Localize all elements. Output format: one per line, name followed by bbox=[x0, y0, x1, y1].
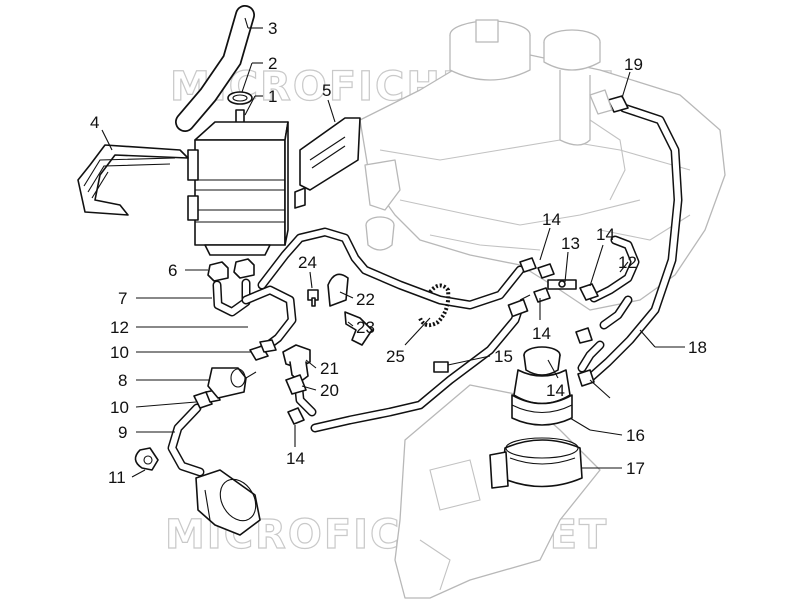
callout-20: 20 bbox=[320, 381, 339, 400]
fitting-10-upper bbox=[249, 339, 277, 361]
clamps-14 bbox=[287, 257, 599, 425]
connector-13 bbox=[547, 279, 577, 290]
bracket-22 bbox=[327, 273, 349, 307]
sensor-15 bbox=[433, 294, 531, 373]
callout-14-e: 14 bbox=[286, 449, 305, 468]
intake-elbow bbox=[195, 469, 261, 536]
clip-20 bbox=[285, 374, 307, 395]
callout-14-d: 14 bbox=[546, 381, 565, 400]
canister-plate bbox=[294, 117, 361, 209]
hose-clamp-11 bbox=[134, 447, 159, 471]
callout-13: 13 bbox=[561, 234, 580, 253]
callout-21: 21 bbox=[320, 359, 339, 378]
support-bracket bbox=[364, 159, 401, 251]
callout-12-b: 12 bbox=[110, 318, 129, 337]
callout-9: 9 bbox=[118, 423, 127, 442]
fitting-10-lower bbox=[193, 389, 221, 409]
callout-22: 22 bbox=[356, 290, 375, 309]
callout-19: 19 bbox=[624, 55, 643, 74]
callout-7: 7 bbox=[118, 289, 127, 308]
fuel-pump bbox=[511, 346, 573, 426]
callout-1: 1 bbox=[268, 87, 277, 106]
canister-strap bbox=[77, 144, 189, 216]
callout-25: 25 bbox=[386, 347, 405, 366]
callout-11: 11 bbox=[108, 468, 126, 487]
callout-12-a: 12 bbox=[618, 253, 637, 272]
callout-2: 2 bbox=[268, 54, 277, 73]
callout-6: 6 bbox=[168, 261, 177, 280]
callout-5: 5 bbox=[322, 81, 331, 100]
leader-lines bbox=[101, 17, 685, 478]
pump-holder bbox=[489, 437, 583, 489]
callout-14-a: 14 bbox=[542, 210, 561, 229]
callout-numbers: 3 2 1 4 5 19 14 13 14 12 6 24 7 22 12 23… bbox=[90, 19, 707, 487]
breather-hose-top bbox=[175, 5, 255, 132]
callout-10-a: 10 bbox=[110, 343, 129, 362]
bolt-24 bbox=[307, 289, 319, 307]
hose-network bbox=[167, 103, 683, 477]
callout-10-b: 10 bbox=[110, 398, 129, 417]
hose-clamp bbox=[227, 91, 253, 105]
callout-17: 17 bbox=[626, 459, 645, 478]
clamp-19 bbox=[589, 89, 629, 115]
callout-16: 16 bbox=[626, 426, 645, 445]
fuel-filter bbox=[207, 367, 257, 399]
callout-8: 8 bbox=[118, 371, 127, 390]
callout-3: 3 bbox=[268, 19, 277, 38]
callout-23: 23 bbox=[356, 318, 375, 337]
callout-4: 4 bbox=[90, 113, 99, 132]
callout-14-c: 14 bbox=[532, 324, 551, 343]
bracket-23 bbox=[344, 311, 373, 346]
callout-24: 24 bbox=[298, 253, 317, 272]
fitting-caps bbox=[207, 258, 255, 282]
charcoal-canister bbox=[187, 109, 289, 256]
callout-15: 15 bbox=[494, 347, 513, 366]
callout-18: 18 bbox=[688, 338, 707, 357]
callout-14-b: 14 bbox=[596, 225, 615, 244]
